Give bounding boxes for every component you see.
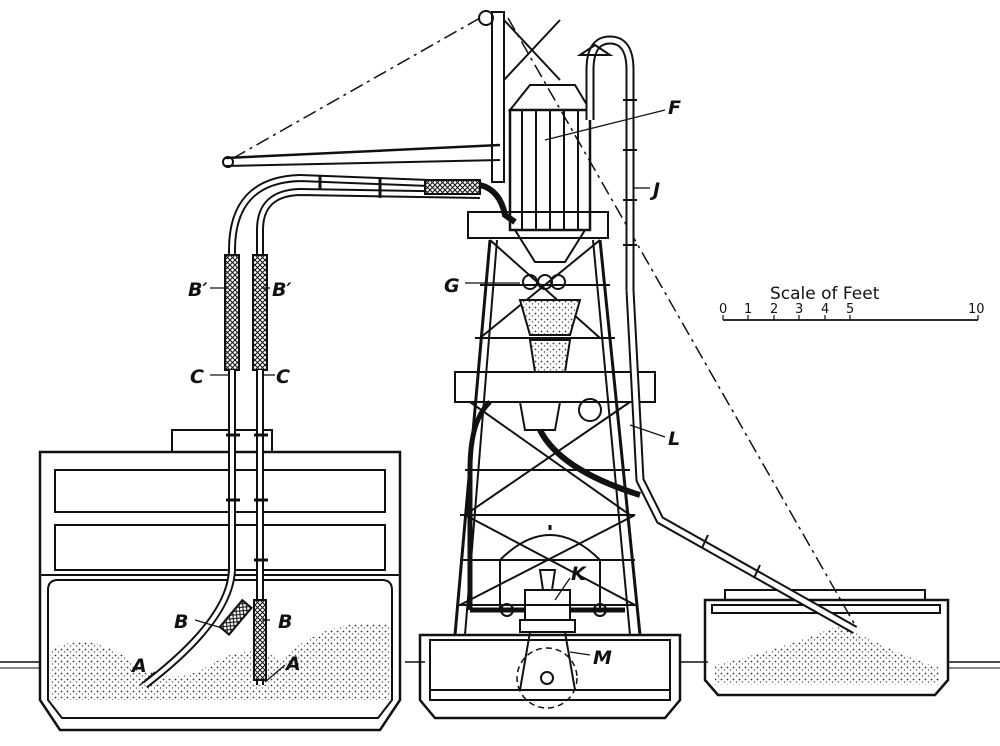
rotary-valve bbox=[518, 274, 582, 373]
label-j: J bbox=[649, 179, 660, 201]
letter-labels: A A B B B′ B′ C C F J G L K M bbox=[130, 97, 681, 677]
scale-tick-5: 5 bbox=[846, 302, 854, 317]
scale-tick-2: 2 bbox=[770, 302, 778, 317]
pipe-couplings bbox=[226, 175, 382, 562]
label-f: F bbox=[668, 97, 681, 119]
scale-tick-3: 3 bbox=[795, 302, 803, 317]
label-l: L bbox=[668, 428, 680, 450]
suction-pipe-left bbox=[142, 173, 481, 689]
mast-and-boom bbox=[222, 10, 856, 626]
label-b-prime-left: B′ bbox=[188, 279, 208, 301]
label-b-prime-right: B′ bbox=[272, 279, 292, 301]
label-m: M bbox=[593, 647, 612, 669]
vacuum-pump bbox=[470, 569, 625, 633]
label-b-right: B bbox=[278, 611, 292, 633]
label-c-right: C bbox=[276, 366, 290, 388]
leader-lines bbox=[139, 109, 666, 686]
scale-title: Scale of Feet bbox=[770, 284, 880, 304]
discharge-pipe bbox=[576, 35, 858, 634]
chute bbox=[467, 398, 641, 610]
scale-tick-0: 0 bbox=[719, 302, 727, 317]
left-grain-pile bbox=[50, 623, 390, 700]
suction-pipe-right bbox=[252, 187, 481, 685]
scale-bar: Scale of Feet 0 1 2 3 4 5 10 bbox=[719, 284, 985, 321]
scale-tick-10: 10 bbox=[968, 302, 985, 317]
scale-tick-1: 1 bbox=[744, 302, 752, 317]
tower-frame bbox=[453, 211, 656, 636]
label-c-left: C bbox=[190, 366, 204, 388]
left-barge bbox=[38, 429, 402, 732]
scale-tick-4: 4 bbox=[821, 302, 829, 317]
label-k: K bbox=[571, 563, 587, 585]
label-b-left: B bbox=[174, 611, 188, 633]
receiver-tank bbox=[479, 84, 592, 263]
label-g: G bbox=[444, 275, 460, 297]
label-a-left: A bbox=[130, 655, 147, 677]
label-a-right: A bbox=[284, 653, 301, 675]
right-grain-pile bbox=[715, 625, 940, 685]
hose-section bbox=[424, 179, 481, 195]
engine bbox=[516, 631, 578, 709]
water-line bbox=[0, 661, 1000, 669]
